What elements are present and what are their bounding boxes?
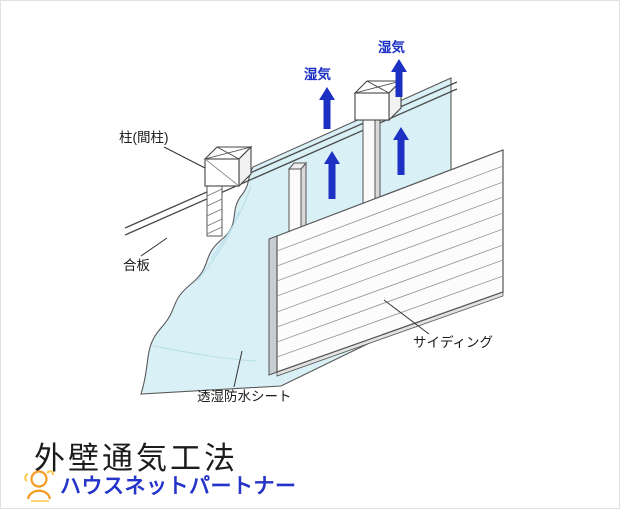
moisture-label-left: 湿気 [304, 66, 331, 82]
pillar-section-left [203, 145, 253, 188]
sheet-wrinkle-line [196, 210, 240, 282]
brand-name: ハウスネットパートナー [60, 475, 297, 498]
leader-line [233, 350, 243, 388]
leader-line [140, 237, 168, 257]
moisture-arrow [393, 127, 409, 175]
pillar-section-right [353, 79, 403, 122]
siding-board-lines [276, 165, 504, 358]
stud-hatch [206, 185, 223, 237]
moisture-arrow [319, 87, 335, 129]
sheet-label: 透湿防水シート [197, 389, 292, 404]
sheet-wrinkle-line [152, 345, 257, 362]
brand-logo-icon [24, 470, 54, 502]
siding-panel [268, 149, 504, 377]
leader-line [383, 299, 430, 335]
leader-line [163, 146, 206, 169]
diagram-title: 外壁通気工法 [34, 441, 238, 477]
siding-label: サイディング [413, 334, 493, 350]
moisture-label-right: 湿気 [378, 39, 405, 55]
moisture-arrow [324, 151, 340, 199]
pillar-label: 柱(間柱) [119, 130, 169, 145]
wall-top-lines [124, 81, 458, 236]
wall-ventilation-diagram: 柱(間柱) 合板 透湿防水シート サイディング 湿気 湿気 [119, 39, 504, 404]
brand-row: ハウスネットパートナー [23, 467, 297, 503]
plywood-label: 合板 [123, 258, 150, 273]
moisture-arrow [391, 59, 407, 97]
